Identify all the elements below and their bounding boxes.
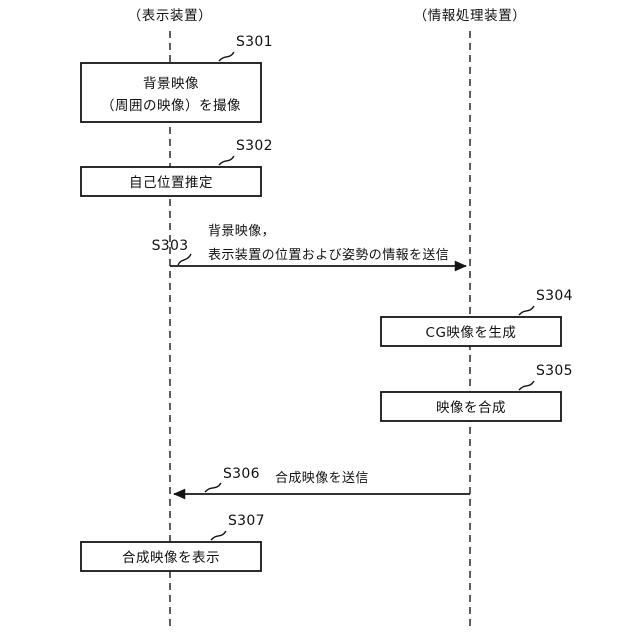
step-label-s307: S307 <box>228 513 265 529</box>
step-label-s305: S305 <box>536 363 573 379</box>
leader-line-s306 <box>204 482 222 493</box>
message-label-s303-line-2: 表示装置の位置および姿勢の情報を送信 <box>208 247 449 263</box>
leader-line-s303 <box>177 253 192 266</box>
step-label-s301: S301 <box>236 34 273 50</box>
process-box-s307 <box>80 541 262 572</box>
step-label-s306: S306 <box>223 466 260 482</box>
step-label-s303: S303 <box>152 238 189 254</box>
process-box-s305-line-1: 映像を合成 <box>436 400 506 416</box>
leader-line-s302 <box>218 155 235 166</box>
leader-line-s305 <box>518 380 535 391</box>
step-label-s302: S302 <box>236 138 273 154</box>
process-box-s304-line-1: CG映像を生成 <box>426 325 517 341</box>
process-box-s301 <box>80 62 262 123</box>
lifeline-header-display-device: （表示装置） <box>128 8 213 24</box>
message-label-s306-line-1: 合成映像を送信 <box>275 471 369 486</box>
process-box-s301-line-2: （周囲の映像）を撮像 <box>101 97 241 114</box>
process-box-s302 <box>80 166 262 197</box>
step-label-s304: S304 <box>536 288 573 304</box>
leader-line-s307 <box>210 530 227 541</box>
process-box-s301-line-1: 背景映像 <box>143 76 199 92</box>
message-label-s303-line-1: 背景映像， <box>208 224 275 239</box>
lifeline-header-info-processing-device: （情報処理装置） <box>414 8 527 24</box>
leader-line-s304 <box>518 305 535 316</box>
process-box-s307-line-1: 合成映像を表示 <box>122 550 220 566</box>
process-box-s304 <box>380 316 562 347</box>
process-box-s305 <box>380 391 562 422</box>
process-box-s302-line-1: 自己位置推定 <box>129 175 213 191</box>
leader-line-s301 <box>218 51 235 62</box>
